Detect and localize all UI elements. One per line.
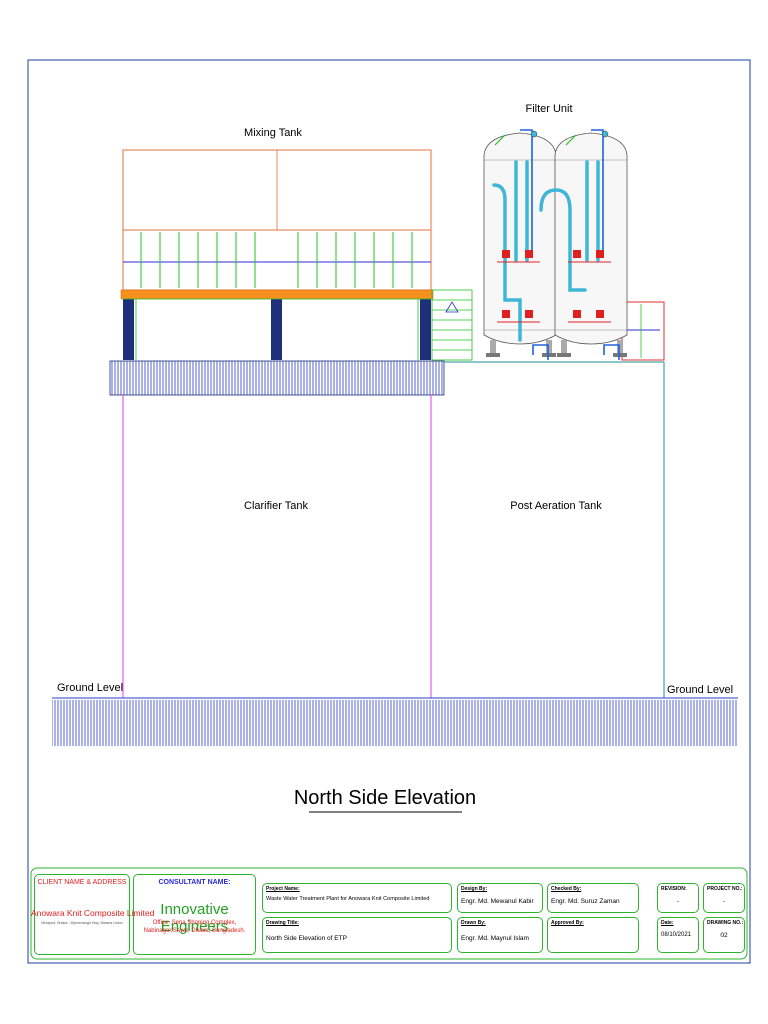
mixing-tank-label: Mixing Tank bbox=[244, 127, 302, 139]
checked-by-cell: Checked By: Engr. Md. Suruz Zaman bbox=[547, 883, 639, 913]
consultant-address-1: Office: Sena Shoping Complex, bbox=[152, 920, 237, 926]
support-beam bbox=[120, 289, 434, 300]
drawing-no: 02 bbox=[720, 932, 728, 939]
approved-by-header: Approved By: bbox=[551, 920, 584, 926]
client-header: CLIENT NAME & ADDRESS bbox=[37, 879, 127, 886]
project-no-cell: PROJECT NO.: - bbox=[703, 883, 745, 913]
project-name-cell: Project Name: Waste Water Treatment Plan… bbox=[262, 883, 452, 913]
drawing-title-value: North Side Elevation of ETP bbox=[266, 935, 347, 942]
date-header: Date: bbox=[661, 920, 674, 926]
post-aeration-tank-label: Post Aeration Tank bbox=[510, 500, 602, 512]
project-name-header: Project Name: bbox=[266, 886, 300, 892]
stair bbox=[431, 289, 473, 361]
top-slab bbox=[109, 360, 445, 396]
ground-level-right-label: Ground Level bbox=[667, 684, 733, 696]
consultant-address-2: Nabinagor,Savar, Dhaka, Bangladesh. bbox=[143, 928, 246, 934]
project-name: Waste Water Treatment Plant for Anowara … bbox=[266, 896, 430, 902]
checked-by: Engr. Md. Suruz Zaman bbox=[551, 898, 620, 905]
mixing-tank bbox=[120, 149, 434, 360]
project-no-header: PROJECT NO.: bbox=[707, 886, 743, 892]
revision: - bbox=[676, 898, 680, 905]
client-cell: CLIENT NAME & ADDRESS Anowara Knit Compo… bbox=[31, 874, 155, 955]
filter-unit bbox=[483, 129, 628, 360]
clarifier-tank-label: Clarifier Tank bbox=[244, 500, 308, 512]
support-column bbox=[420, 299, 431, 360]
client-address: Mulayed, Dhaka - Mymensingh Hwy, Mawna U… bbox=[41, 921, 123, 925]
drawing-frame bbox=[27, 59, 751, 964]
post-aeration-tank bbox=[444, 361, 665, 698]
title-block-frame bbox=[30, 867, 748, 960]
ground-level bbox=[52, 697, 738, 746]
consultant-name: Innovative Engineers bbox=[160, 901, 229, 935]
client-name: Anowara Knit Composite Limited bbox=[31, 908, 155, 918]
date-cell: Date: 08/10/2021 bbox=[657, 917, 699, 953]
consultant-cell: CONSULTANT NAME: Innovative Engineers Of… bbox=[133, 874, 256, 955]
support-column bbox=[123, 299, 134, 360]
clarifier-tank bbox=[122, 395, 432, 698]
design-by-header: Design By: bbox=[461, 886, 488, 892]
design-by: Engr. Md. Mewanul Kabir bbox=[461, 898, 534, 905]
design-by-cell: Design By: Engr. Md. Mewanul Kabir bbox=[457, 883, 543, 913]
checked-by-header: Checked By: bbox=[551, 886, 582, 892]
drawn-by-cell: Drawn By: Engr. Md. Maynul Islam bbox=[457, 917, 543, 953]
revision-cell: REVISION: - bbox=[657, 883, 699, 913]
revision-header: REVISION: bbox=[661, 886, 687, 892]
consultant-header: CONSULTANT NAME: bbox=[158, 879, 231, 886]
filter-vessel bbox=[483, 132, 557, 357]
ground-level-left-label: Ground Level bbox=[57, 682, 123, 694]
filter-vessel bbox=[554, 132, 628, 357]
filter-unit-label: Filter Unit bbox=[525, 103, 572, 115]
date: 08/10/2021 bbox=[661, 932, 692, 938]
drawn-by-header: Drawn By: bbox=[461, 920, 486, 926]
drawn-by: Engr. Md. Maynul Islam bbox=[461, 935, 529, 942]
project-no: - bbox=[722, 898, 726, 905]
approved-by-cell: Approved By: bbox=[547, 917, 639, 953]
drawing-no-header: DRAWING NO.: bbox=[707, 920, 744, 926]
mixing-tank-railing bbox=[122, 229, 432, 291]
support-column bbox=[271, 299, 282, 360]
drawing-title-header: Drawing Title: bbox=[266, 920, 299, 926]
side-box bbox=[621, 301, 665, 361]
drawing-no-cell: DRAWING NO.: 02 bbox=[703, 917, 745, 953]
drawing-title: North Side Elevation bbox=[294, 787, 476, 809]
drawing-title-cell: Drawing Title: North Side Elevation of E… bbox=[262, 917, 452, 953]
